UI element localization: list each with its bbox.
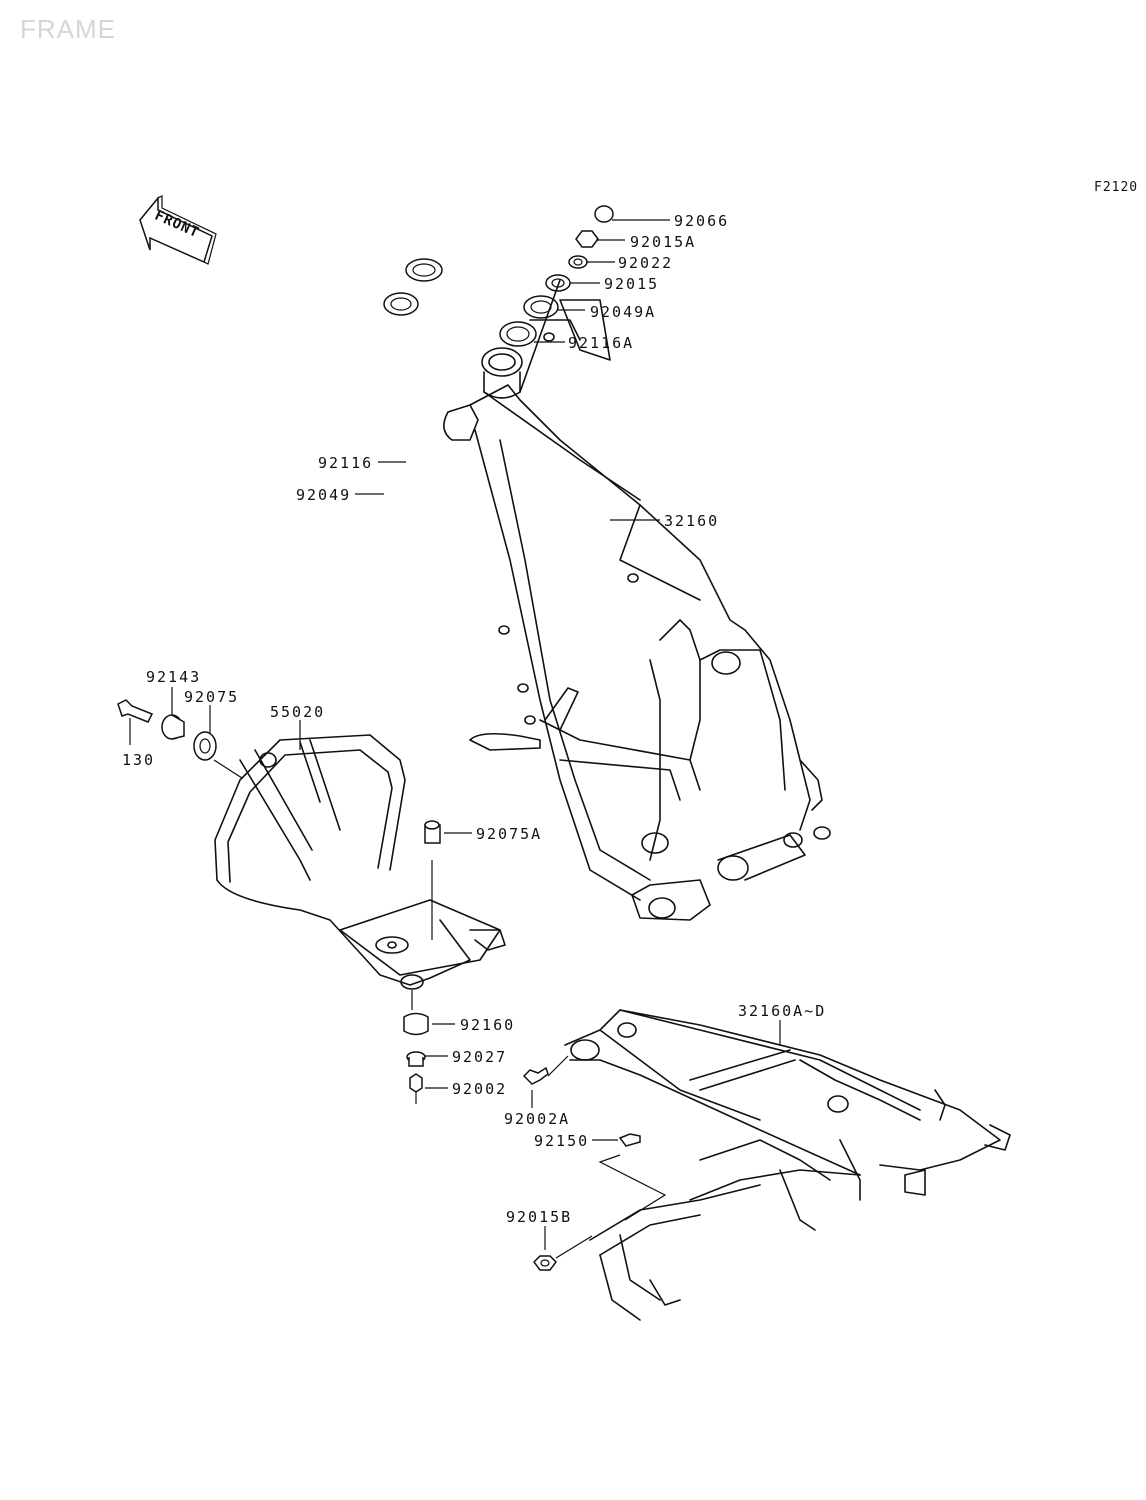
skid-plate-55020 xyxy=(214,734,506,990)
callout-92143: 92143 xyxy=(146,668,201,686)
callout-92160: 92160 xyxy=(460,1016,515,1034)
part-callouts: 92066 92015A 92022 92015 92049A 92116A 9… xyxy=(122,212,826,1226)
callout-92015: 92015 xyxy=(604,275,659,293)
callout-92116: 92116 xyxy=(318,454,373,472)
steering-stem-parts xyxy=(383,205,614,347)
callout-55020: 55020 xyxy=(270,703,325,721)
callout-130: 130 xyxy=(122,751,155,769)
callout-32160: 32160 xyxy=(664,512,719,530)
callout-92150: 92150 xyxy=(534,1132,589,1150)
callout-92022: 92022 xyxy=(618,254,673,272)
callout-92049A: 92049A xyxy=(590,303,656,321)
callout-92066: 92066 xyxy=(674,212,729,230)
figure-code: F2120 xyxy=(1094,180,1139,195)
front-arrow-icon: FRONT xyxy=(139,195,217,265)
frame-watermark: FRAME xyxy=(20,14,116,44)
callout-92027: 92027 xyxy=(452,1048,507,1066)
callout-92075: 92075 xyxy=(184,688,239,706)
callout-32160A-D: 32160A~D xyxy=(738,1002,826,1020)
alternate-frame-32160A-D xyxy=(564,1009,1011,1321)
callout-92002A: 92002A xyxy=(504,1110,570,1128)
alternate-frame-hardware xyxy=(522,1066,641,1271)
leader-lines xyxy=(129,219,781,1259)
callout-92049: 92049 xyxy=(296,486,351,504)
skid-plate-hardware xyxy=(117,699,441,1104)
main-frame-32160 xyxy=(443,279,831,921)
callout-92002: 92002 xyxy=(452,1080,507,1098)
callout-92075A: 92075A xyxy=(476,825,542,843)
callout-92015A: 92015A xyxy=(630,233,696,251)
callout-92116A: 92116A xyxy=(568,334,634,352)
callout-92015B: 92015B xyxy=(506,1208,572,1226)
